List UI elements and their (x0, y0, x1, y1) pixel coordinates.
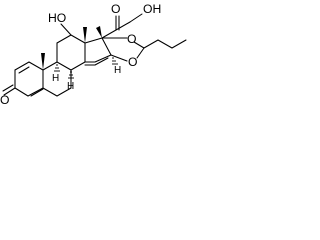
bond-o-c16 (110, 54, 128, 62)
bond (157, 39, 173, 49)
bond-c21-o (129, 13, 143, 23)
double-bond-c14-c15 (94, 57, 109, 66)
bond-o-acetal-c (133, 41, 145, 49)
bond (84, 37, 103, 44)
side-chain (101, 13, 143, 39)
acetal-oxygen-1-label: O (127, 32, 136, 46)
bond (70, 61, 86, 71)
bond (14, 87, 29, 97)
bond (27, 87, 44, 97)
bond (42, 87, 58, 97)
double-bond-c3-oxygen (2, 84, 14, 92)
bond-c20-c21 (115, 21, 131, 31)
hash-bond-c16-h (112, 57, 118, 65)
bond (56, 87, 72, 97)
ring-a (2, 61, 44, 97)
bond-c17-c20 (101, 29, 117, 39)
propyl-chain (143, 39, 187, 49)
hash-bond-c9-h (54, 64, 60, 72)
stereo-h-c9-label: H (52, 73, 59, 84)
bond (56, 61, 72, 71)
bond (143, 39, 159, 49)
bond (171, 39, 187, 49)
ring-c (56, 34, 86, 71)
stereo-h-c16-label: H (114, 65, 121, 76)
molecule-drawing: O HO O OH O O H H H (0, 2, 187, 107)
ring-d (84, 37, 112, 66)
stereo-h-c8-label: H (67, 81, 74, 92)
carbonyl-oxygen-label: O (111, 2, 120, 16)
hydroxyl-c11-label: HO (48, 11, 66, 25)
acetal-oxygen-2-label: O (128, 55, 137, 69)
bond-acetal-c-o (136, 47, 145, 59)
ring-b (42, 61, 72, 97)
wedge-c17-bond (96, 26, 102, 38)
hash-bond-c8-h (68, 71, 74, 79)
double-bond-c1-c2 (18, 66, 30, 74)
ketone-oxygen-label: O (0, 93, 9, 107)
bond (101, 37, 112, 56)
bond-c3-oxygen (3, 87, 16, 96)
bond-c11-oh (60, 23, 72, 36)
bond (28, 61, 44, 71)
double-bond-c4-c5 (30, 88, 44, 97)
bond (56, 34, 72, 44)
bond (70, 34, 86, 44)
wedge-methyl-c13 (83, 27, 87, 43)
bond (14, 61, 30, 71)
wedge-methyl-c10 (41, 53, 45, 70)
dioxolane-ring (101, 37, 145, 62)
bond (94, 54, 112, 63)
hydroxyl-c21-label: OH (143, 2, 161, 16)
structure-diagram: O HO O OH O O H H H (0, 0, 208, 127)
bond (42, 61, 58, 71)
